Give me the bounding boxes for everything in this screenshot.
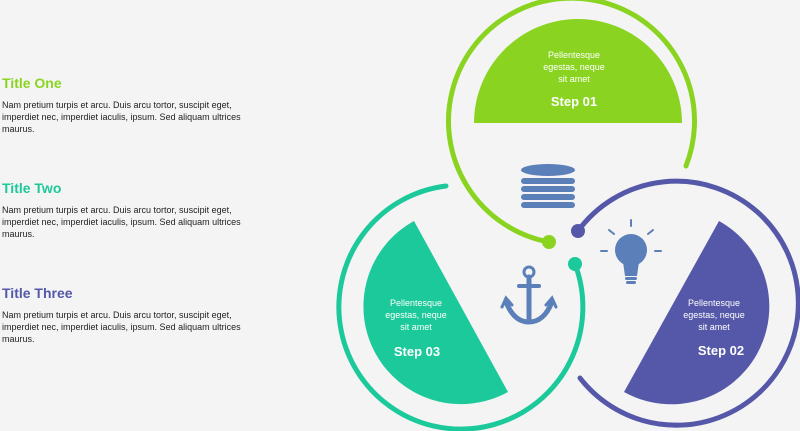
block-title-two: Title Two [2,180,62,196]
step-02-label: Step 02 [698,343,744,358]
step-03-end-dot [568,257,582,271]
step-01-line2: egestas, neque [543,62,605,72]
step-02-fill [624,221,770,405]
step-02-group: Pellentesque egestas, neque sit amet Ste… [571,178,800,428]
text-block-three: Title Three Nam pretium turpis et arcu. … [2,285,252,345]
coin-stack-icon [521,164,575,208]
text-block-one: Title One Nam pretium turpis et arcu. Du… [2,75,252,135]
step-01-ring [446,0,697,245]
block-body-three: Nam pretium turpis et arcu. Duis arcu to… [2,310,241,344]
step-01-line1: Pellentesque [548,50,600,60]
step-01-group: Pellentesque egestas, neque sit amet Ste… [446,0,697,249]
step-02-end-dot [571,224,585,238]
block-body-two: Nam pretium turpis et arcu. Duis arcu to… [2,205,241,239]
step-03-line3: sit amet [400,322,432,332]
step-03-line1: Pellentesque [390,298,442,308]
step-01-fill [474,19,682,123]
step-01-line3: sit amet [558,74,590,84]
step-01-label: Step 01 [551,94,597,109]
text-block-two: Title Two Nam pretium turpis et arcu. Du… [2,180,252,240]
step-03-line2: egestas, neque [385,310,447,320]
step-03-group: Pellentesque egestas, neque sit amet Ste… [336,183,586,431]
block-body-one: Nam pretium turpis et arcu. Duis arcu to… [2,100,241,134]
step-02-line3: sit amet [698,322,730,332]
step-02-line1: Pellentesque [688,298,740,308]
step-02-ring [575,178,800,428]
lightbulb-icon [600,219,662,284]
block-title-three: Title Three [2,285,73,301]
step-03-label: Step 03 [394,344,440,359]
block-title-one: Title One [2,75,62,91]
step-01-end-dot [542,235,556,249]
step-03-ring [336,183,586,431]
step-02-line2: egestas, neque [683,310,745,320]
step-03-fill [363,221,508,405]
anchor-icon [500,265,558,325]
